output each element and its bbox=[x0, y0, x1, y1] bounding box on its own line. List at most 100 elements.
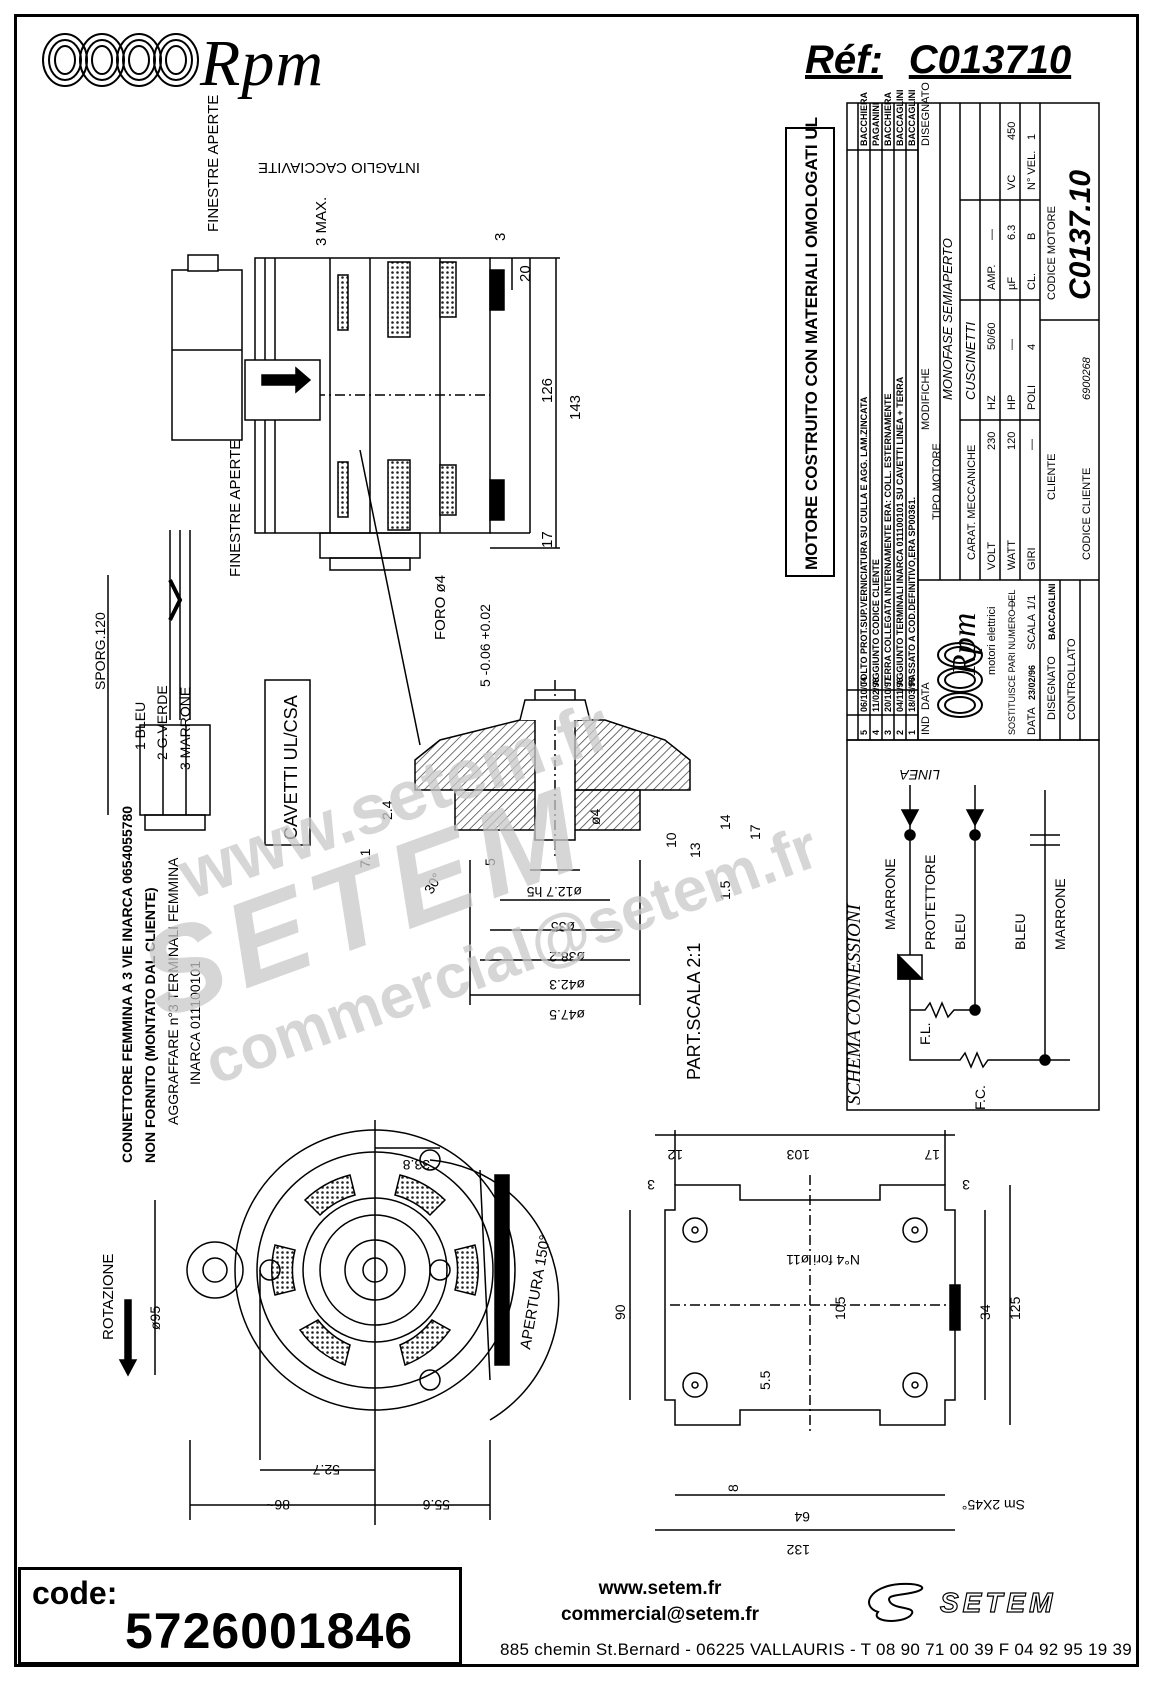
wire-1: 1 BLEU bbox=[132, 702, 148, 750]
setem-logo: SETEM bbox=[868, 1582, 1053, 1622]
foro-label: FORO ø4 bbox=[432, 575, 449, 640]
vc-label: VC bbox=[1006, 175, 1018, 190]
scala-value: 1/1 bbox=[1026, 595, 1038, 610]
rpm-coil-logo bbox=[42, 33, 199, 87]
dim-126: 126 bbox=[539, 378, 556, 403]
code-box bbox=[18, 1567, 462, 1665]
codice-motore: C0137.10 bbox=[1064, 170, 1097, 300]
reference-number: Réf:C013710 bbox=[805, 38, 1071, 83]
vc: 450 bbox=[1006, 122, 1018, 140]
disegnato-label: DISEGNATO bbox=[1046, 656, 1058, 720]
company-address: 885 chemin St.Bernard - 06225 VALLAURIS … bbox=[500, 1640, 1133, 1659]
title-block bbox=[846, 102, 1100, 1111]
rev5-by: BACCHIERA bbox=[859, 91, 869, 146]
dim-125: 125 bbox=[1007, 1296, 1023, 1320]
dim-3: 3 bbox=[492, 233, 509, 241]
rev2-date: 04/11/96 bbox=[895, 677, 905, 712]
volt-label: VOLT bbox=[986, 542, 998, 570]
connector-line1: CONNETTORE FEMMINA A 3 VIE INARCA 065405… bbox=[119, 806, 135, 1163]
drawing-frame bbox=[14, 14, 1139, 1667]
linea-label: LINEA bbox=[900, 767, 940, 783]
setem-swoosh-icon bbox=[868, 1582, 924, 1622]
hp: — bbox=[1006, 339, 1018, 350]
holes-label: N°4 fori ø11 bbox=[786, 1252, 860, 1268]
website-link[interactable]: www.setem.fr bbox=[598, 1578, 722, 1599]
code-label: code: bbox=[32, 1575, 118, 1611]
schema-marrone2: MARRONE bbox=[1052, 878, 1068, 950]
schema-labels: SCHEMA CONNESSIONI LINEA MARRONE PROTETT… bbox=[844, 767, 1068, 1110]
dim-17: 17 bbox=[539, 531, 556, 548]
schema-fc: F.C. bbox=[972, 1085, 988, 1110]
dim-5b: 5 bbox=[482, 858, 498, 866]
dim-1-5: 1.5 bbox=[717, 880, 733, 900]
rev3-text: TERRA COLLEGATA INTERNAMENTE ERA: COLL. … bbox=[883, 394, 893, 687]
carat: CUSCINETTI bbox=[963, 322, 978, 400]
rev4-text: AGGIUNTO CODICE CLIENTE bbox=[871, 559, 881, 686]
dim-86: 86~ bbox=[266, 1497, 290, 1513]
uf: 6.3 bbox=[1006, 225, 1018, 240]
schema-marrone1: MARRONE bbox=[882, 858, 898, 930]
dim-52-7: 52.7 bbox=[313, 1462, 340, 1478]
dim-17b: 17 bbox=[747, 824, 763, 840]
dim-o35: ø35 bbox=[551, 919, 575, 935]
dim-20: 20 bbox=[517, 265, 534, 282]
hdr-disegnato: DISEGNATO bbox=[920, 82, 932, 146]
dim-o95: ø95 bbox=[147, 1306, 163, 1330]
inarca-label: INARCA 011100101 bbox=[187, 961, 203, 1085]
aggraffare-label: AGGRAFFARE n°3 TERMINALI FEMMINA bbox=[165, 857, 181, 1125]
schema-protettore: PROTETTORE bbox=[922, 855, 938, 950]
dim-64: 64 bbox=[794, 1509, 810, 1525]
wire-2: 2 G.VERDE bbox=[154, 685, 170, 760]
rev4-date: 11/02/98 bbox=[871, 677, 881, 712]
codice-cliente-label: CODICE CLIENTE bbox=[1081, 468, 1093, 560]
dim-2-4: 2.4 bbox=[379, 800, 395, 820]
controllato-label: CONTROLLATO bbox=[1066, 638, 1078, 720]
title-block-fields: IND DATA MODIFICHE DISEGNATO TIPO MOTORE… bbox=[920, 82, 1097, 735]
cliente-label: CLIENTE bbox=[1046, 454, 1058, 500]
schema-bleu2: BLEU bbox=[1012, 913, 1028, 950]
giri-label: GIRI bbox=[1026, 547, 1038, 570]
amp-label: AMP. bbox=[986, 265, 998, 290]
dim-o42-3: ø42.3 bbox=[549, 977, 585, 993]
dim-8: 8 bbox=[725, 1484, 741, 1492]
cavetti-label: CAVETTI UL/CSA bbox=[281, 695, 301, 840]
reference-label: Réf: bbox=[805, 38, 883, 82]
cavetti-box bbox=[264, 679, 311, 846]
dim-3max: 3 MAX. bbox=[313, 197, 330, 246]
cable-assembly bbox=[107, 530, 211, 831]
rev3-date: 20/10/97 bbox=[883, 677, 893, 712]
sporg-label: SPORG.120 bbox=[92, 612, 108, 690]
rev1-by: BACCAGLINI bbox=[907, 90, 917, 147]
watt: 120 bbox=[1006, 432, 1018, 450]
connector-line2: NON FORNITO (MONTATO DAL CLIENTE) bbox=[142, 887, 158, 1163]
cable-labels: SPORG.120 1 BLEU 2 G.VERDE 3 MARRONE CON… bbox=[92, 612, 203, 1163]
nvel-label: N° VEL. bbox=[1026, 151, 1038, 190]
shaft-detail bbox=[359, 449, 691, 1005]
dim-3b: 3 bbox=[962, 1177, 970, 1193]
wire-3: 3 MARRONE bbox=[177, 687, 193, 770]
sostituisce-label: SOSTITUISCE PARI NUMERO DEL bbox=[1007, 590, 1017, 735]
hp-label: HP bbox=[1006, 395, 1018, 410]
rev4-by: PAGANINI bbox=[871, 103, 881, 146]
dim-o47-5: ø47.5 bbox=[549, 1007, 585, 1023]
ul-note-box bbox=[785, 127, 835, 577]
hz-label: HZ bbox=[986, 395, 998, 410]
dim-103: 103 bbox=[786, 1147, 810, 1163]
codice-cliente: 6900268 bbox=[1081, 356, 1093, 400]
carat-label: CARAT. MECCANICHE bbox=[966, 445, 978, 560]
dim-5-5: 5.5 bbox=[757, 1370, 773, 1390]
title-block-company-sub: motori elettrici bbox=[986, 607, 998, 675]
amp: — bbox=[986, 229, 998, 240]
rev1-text: PASSATO A COD.DEFINITIVO,ERA SP00361. bbox=[907, 497, 917, 686]
dim-34: 34 bbox=[977, 1304, 993, 1320]
email-link[interactable]: commercial@setem.fr bbox=[560, 1604, 760, 1625]
tipo-motore-label: TIPO MOTORE bbox=[931, 443, 943, 520]
brand-name: Rpm bbox=[200, 27, 324, 100]
dim-o4: ø4 bbox=[587, 808, 603, 825]
tipo-motore: MONOFASE SEMIAPERTO bbox=[940, 238, 955, 400]
dim-90: 90 bbox=[612, 1304, 628, 1320]
dim-10: 10 bbox=[663, 832, 679, 848]
rev2-by: BACCAGLINI bbox=[895, 90, 905, 147]
capacitor-body bbox=[171, 269, 243, 441]
schema-title: SCHEMA CONNESSIONI bbox=[844, 903, 865, 1105]
